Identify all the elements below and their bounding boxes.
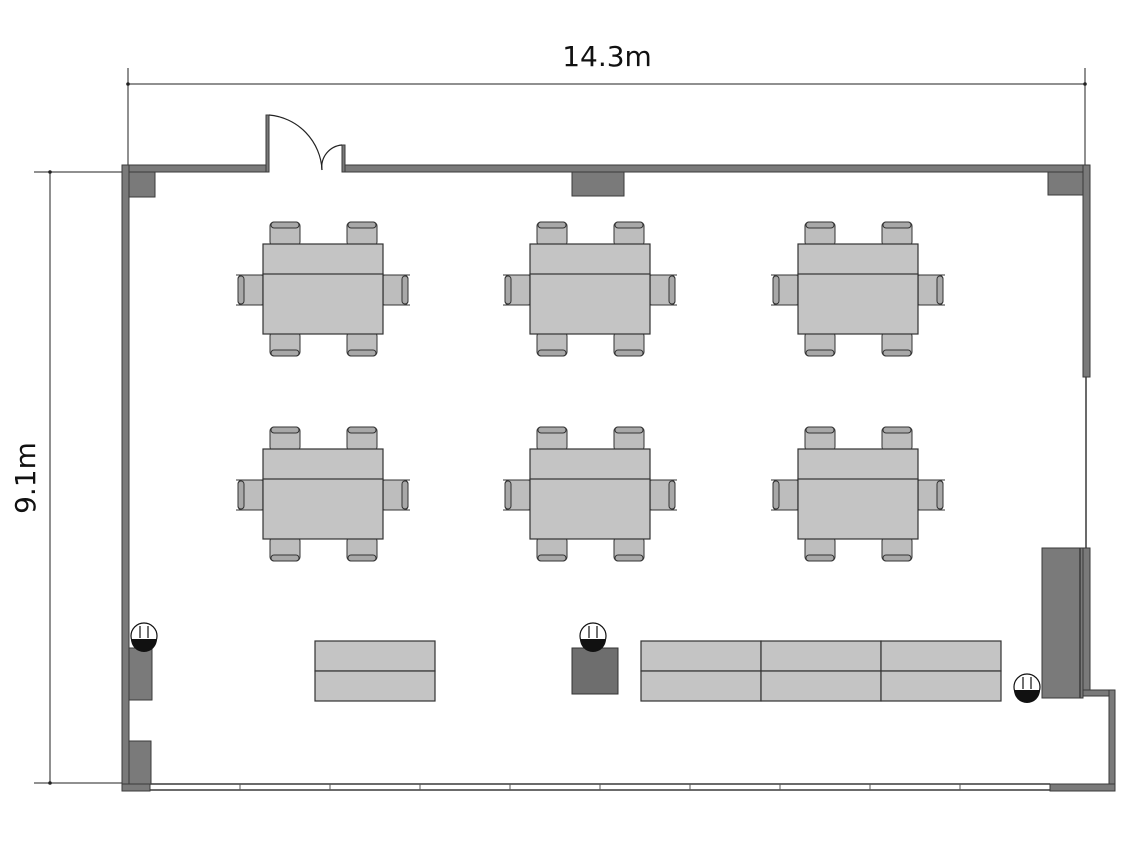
chair-back bbox=[772, 275, 780, 305]
table-group bbox=[236, 221, 410, 357]
chair-back bbox=[401, 275, 409, 305]
outlets bbox=[130, 622, 1041, 703]
chair-back bbox=[237, 480, 245, 510]
column-top-middle bbox=[571, 171, 625, 197]
table-group bbox=[503, 221, 677, 357]
table-top bbox=[797, 478, 919, 540]
equipment-box bbox=[571, 647, 619, 695]
table-groups bbox=[236, 221, 945, 562]
chair-back bbox=[347, 426, 377, 434]
column-top-left bbox=[128, 171, 156, 198]
outlet-base bbox=[580, 639, 606, 652]
table-group bbox=[771, 426, 945, 562]
chair-back bbox=[401, 480, 409, 510]
chair-back bbox=[936, 275, 944, 305]
chair-back bbox=[882, 349, 912, 357]
chair-back bbox=[270, 221, 300, 229]
table-group bbox=[503, 426, 677, 562]
column-left-middle bbox=[128, 647, 153, 701]
chair-back bbox=[805, 221, 835, 229]
columns bbox=[128, 171, 1084, 785]
chair-back bbox=[347, 221, 377, 229]
chair-back bbox=[614, 349, 644, 357]
room-walls bbox=[121, 164, 1116, 792]
door-swing-icon[interactable] bbox=[265, 114, 346, 173]
outlet-icon bbox=[579, 622, 607, 652]
window-strip bbox=[239, 784, 961, 790]
chair-back bbox=[805, 349, 835, 357]
chair-back bbox=[270, 349, 300, 357]
chair-back bbox=[504, 275, 512, 305]
table-top bbox=[529, 478, 651, 540]
chair-back bbox=[668, 275, 676, 305]
chair-back bbox=[614, 221, 644, 229]
counter-right bbox=[640, 640, 1002, 702]
table-group bbox=[771, 221, 945, 357]
chair-back bbox=[614, 554, 644, 562]
chair-back bbox=[237, 275, 245, 305]
column-right bbox=[1041, 547, 1084, 699]
chair-back bbox=[537, 554, 567, 562]
chair-back bbox=[936, 480, 944, 510]
chair-back bbox=[270, 426, 300, 434]
chair-back bbox=[347, 349, 377, 357]
outlet-base bbox=[1014, 690, 1040, 703]
chair-back bbox=[882, 554, 912, 562]
table-top bbox=[262, 478, 384, 540]
column-left-bottom bbox=[128, 740, 152, 785]
chair-back bbox=[805, 426, 835, 434]
column-top-right bbox=[1047, 171, 1084, 196]
chair-back bbox=[537, 221, 567, 229]
table-group bbox=[236, 426, 410, 562]
counter-left bbox=[314, 640, 436, 702]
chair-back bbox=[614, 426, 644, 434]
outlet-base bbox=[131, 639, 157, 652]
chair-back bbox=[882, 426, 912, 434]
chair-back bbox=[772, 480, 780, 510]
outlet-icon bbox=[1013, 673, 1041, 703]
chair-back bbox=[270, 554, 300, 562]
width-label: 14.3m bbox=[562, 40, 652, 73]
chair-back bbox=[882, 221, 912, 229]
height-label: 9.1m bbox=[9, 442, 42, 514]
chair-back bbox=[668, 480, 676, 510]
chair-back bbox=[537, 349, 567, 357]
height-dimension: 9.1m bbox=[9, 170, 125, 785]
table-top bbox=[797, 273, 919, 335]
table-top bbox=[262, 273, 384, 335]
outlet-icon bbox=[130, 622, 158, 652]
chair-back bbox=[805, 554, 835, 562]
chair-back bbox=[347, 554, 377, 562]
chair-back bbox=[504, 480, 512, 510]
width-dimension: 14.3m bbox=[126, 40, 1087, 168]
table-top bbox=[529, 273, 651, 335]
chair-back bbox=[537, 426, 567, 434]
